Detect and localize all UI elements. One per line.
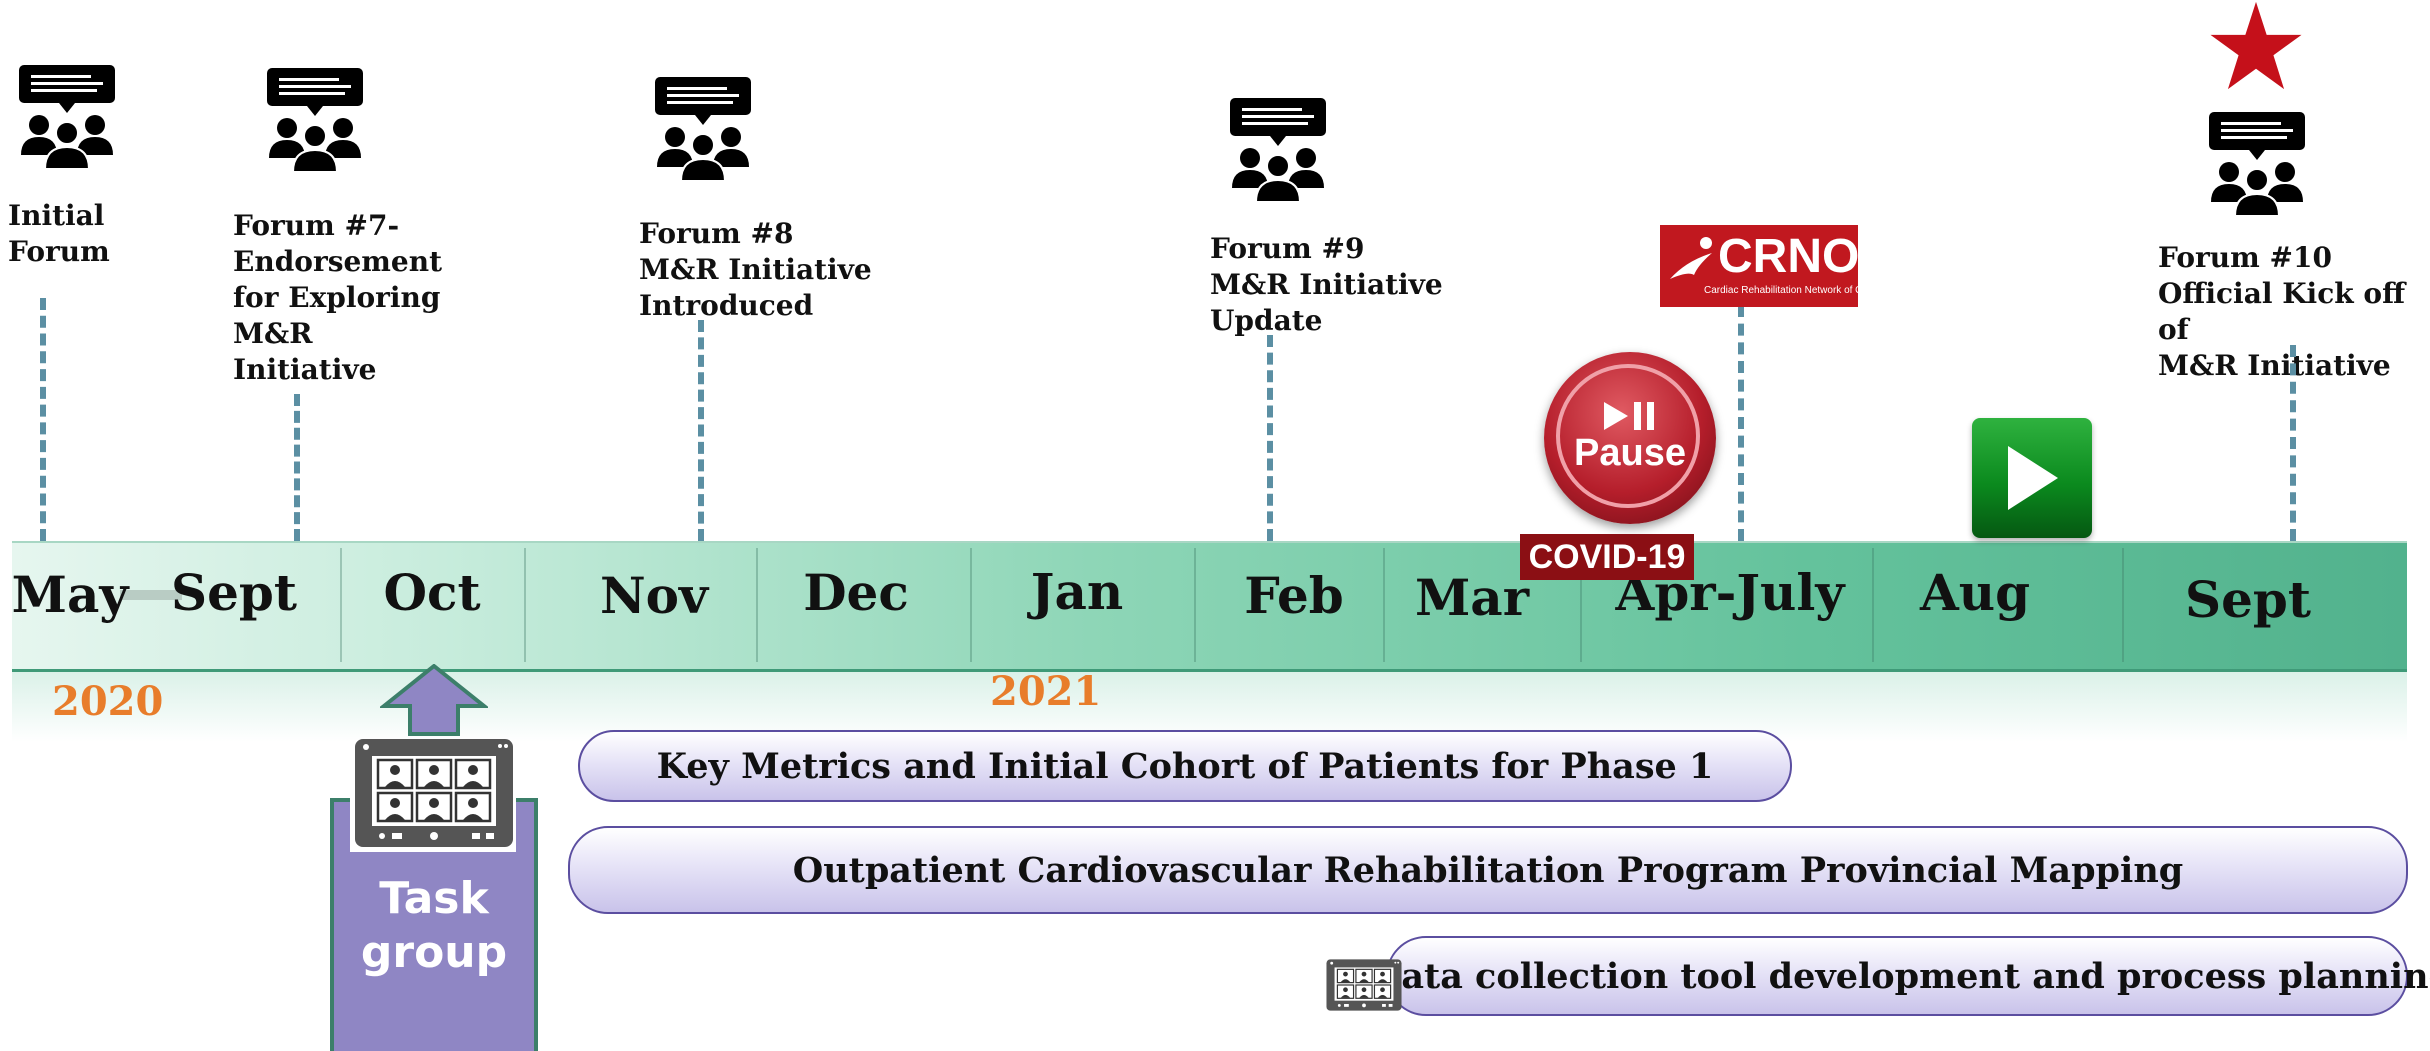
forum-meeting-icon [654, 76, 752, 182]
connector-line [1267, 335, 1273, 541]
connector-line [698, 320, 704, 541]
task-group-label: Task group [360, 873, 508, 978]
crno-wordmark: CRNO [1718, 230, 1860, 283]
forum-meeting-icon [1229, 97, 1327, 203]
crno-tagline: Cardiac Rehabilitation Network of Ontari… [1704, 285, 1888, 296]
month-mar: Mar [1414, 568, 1530, 627]
play-button [1972, 418, 2092, 538]
year-2021: 2021 [990, 668, 1102, 715]
video-conference-icon [354, 738, 514, 848]
workstream-key-metrics: Key Metrics and Initial Cohort of Patien… [578, 730, 1792, 802]
month-divider [1872, 548, 1874, 662]
month-nov: Nov [599, 566, 709, 625]
star-icon [2210, 1, 2302, 90]
connector-line [294, 394, 300, 541]
month-may: May [11, 565, 129, 624]
year-2020: 2020 [52, 678, 164, 725]
connector-line [1738, 305, 1744, 541]
month-divider [2122, 548, 2124, 662]
up-arrow-icon [380, 664, 488, 736]
play-icon [2008, 446, 2058, 510]
month-jan: Jan [1030, 562, 1124, 621]
forum-meeting-icon [266, 67, 364, 173]
connector-line [2290, 345, 2296, 541]
month-divider [340, 548, 342, 662]
connector-line [40, 298, 46, 541]
forum-meeting-icon [18, 64, 116, 170]
month-sept-2020: Sept [171, 563, 297, 622]
month-feb: Feb [1244, 566, 1344, 625]
month-dec: Dec [803, 563, 909, 622]
timeline-bar [12, 541, 2407, 672]
month-divider [524, 548, 526, 662]
pause-label: Pause [1574, 432, 1686, 474]
covid-badge: COVID-19 [1520, 534, 1694, 580]
play-pause-icon [1604, 402, 1654, 430]
month-divider [1194, 548, 1196, 662]
workstream-provincial-mapping: Outpatient Cardiovascular Rehabilitation… [568, 826, 2408, 914]
forum-meeting-icon [2208, 111, 2306, 217]
runner-icon [1670, 237, 1712, 279]
month-oct: Oct [383, 563, 481, 622]
month-divider [756, 548, 758, 662]
pause-button: Pause [1544, 352, 1716, 524]
month-aug: Aug [1919, 563, 2031, 622]
workstream-data-collection: Data collection tool development and pro… [1371, 936, 2430, 1016]
month-divider [970, 548, 972, 662]
crno-logo: CRNO Cardiac Rehabilitation Network of O… [1660, 225, 1888, 307]
month-divider [1383, 548, 1385, 662]
range-connector [120, 590, 182, 600]
month-sept-2021: Sept [2185, 570, 2311, 629]
month-divider [1580, 548, 1582, 662]
video-conference-icon [1326, 958, 1402, 1012]
